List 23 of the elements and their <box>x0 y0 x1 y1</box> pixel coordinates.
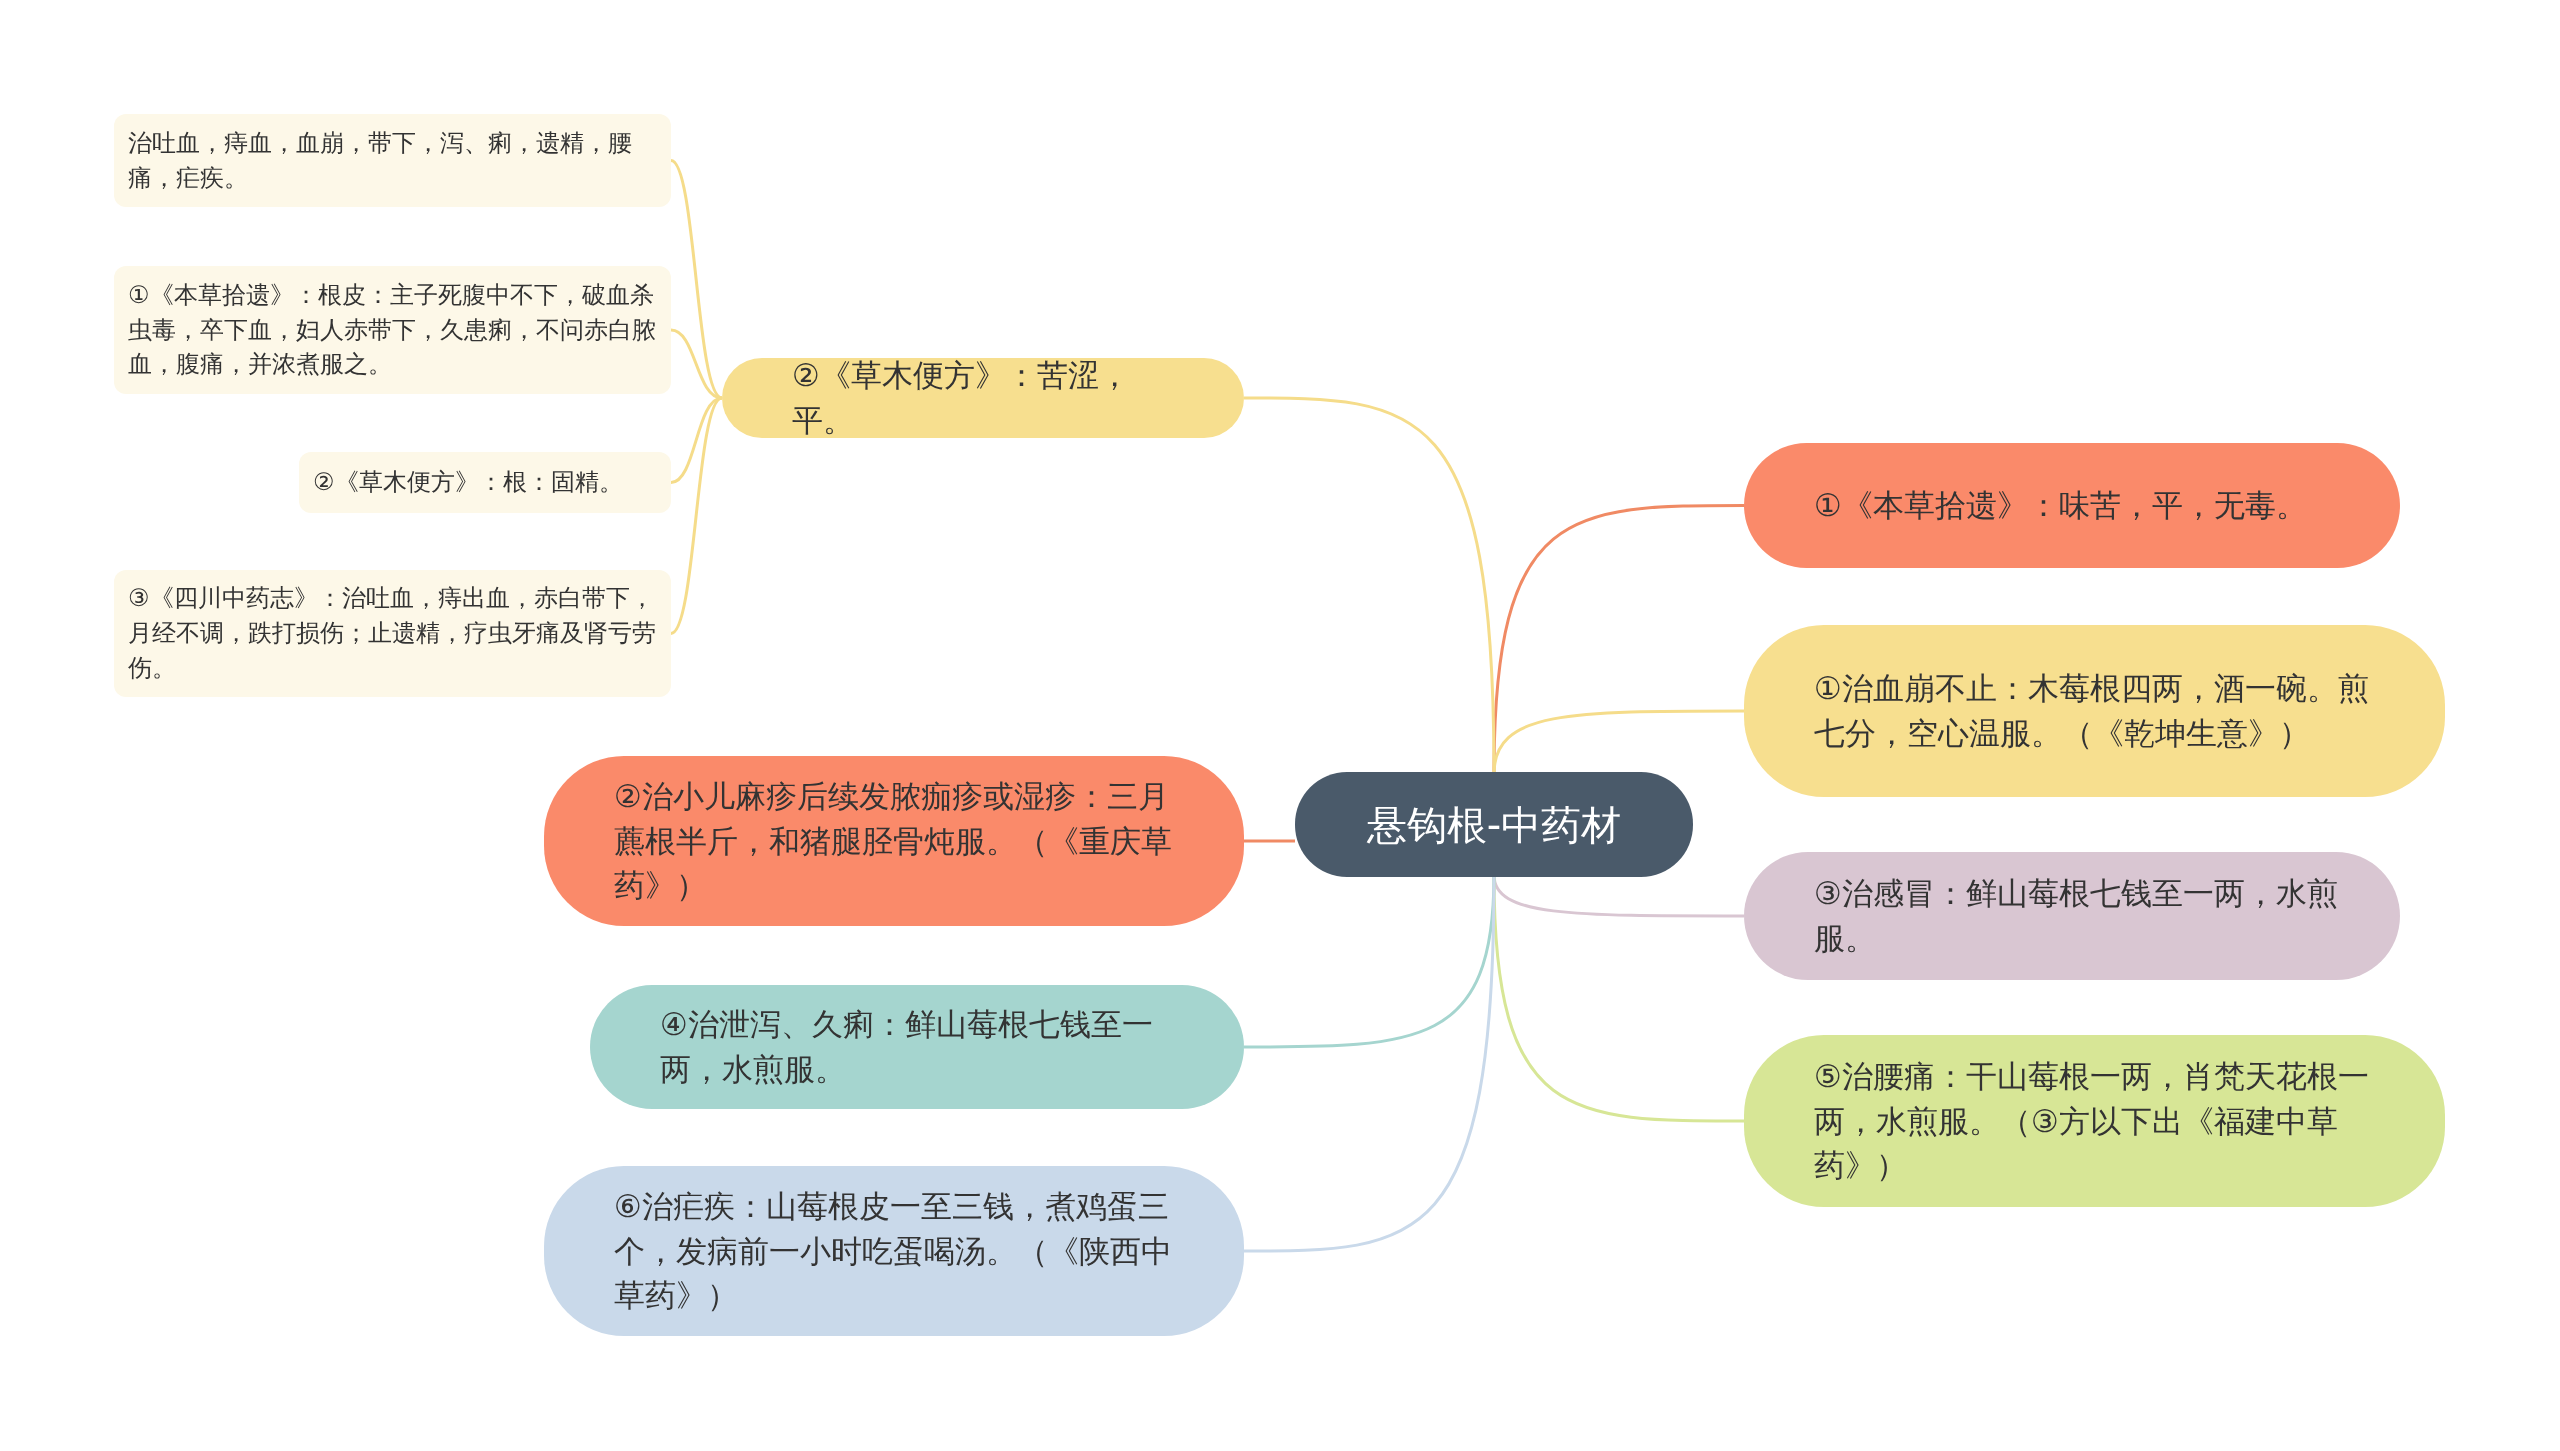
node-text: ②《草木便方》：苦涩，平。 <box>792 356 1131 440</box>
branch-line <box>670 396 723 635</box>
node-text: 治吐血，痔血，血崩，带下，泻、痢，遗精，腰痛，疟疾。 <box>128 127 633 194</box>
node-text: ②《草木便方》：根：固精。 <box>313 467 623 499</box>
node-text: ⑥治疟疾：山莓根皮一至三钱，煮鸡蛋三个，发病前一小时吃蛋喝汤。（《陕西中草药》） <box>614 1186 1173 1316</box>
branch-line <box>1492 874 1744 1123</box>
note-card <box>114 570 671 697</box>
node-text: ④治泄泻、久痢：鲜山莓根七钱至一两，水煎服。 <box>660 1005 1154 1089</box>
node-text: ③《四川中药志》：治吐血，痔出血，赤白带下，月经不调，跌打损伤；止遗精，疗虫牙痛及肾亏劳伤。 <box>128 583 657 684</box>
note-card <box>114 266 671 394</box>
node-text: ①治血崩不止：木莓根四两，酒一碗。煎七分，空心温服。（《乾坤生意》） <box>1814 669 2370 753</box>
note-card <box>114 114 671 207</box>
node-text: ①《本草拾遗》：根皮：主子死腹中不下，破血杀虫毒，卒下血，妇人赤带下，久患痢，不问赤白脓血，腹痛，并浓煮服之。 <box>128 279 657 381</box>
node-text: ③治感冒：鲜山莓根七钱至一两，水煎服。 <box>1814 874 2339 958</box>
branch-line <box>1244 396 1496 775</box>
branch-line <box>1244 839 1295 843</box>
branch-line <box>1492 709 1744 775</box>
node-text: ⑤治腰痛：干山莓根一两，肖梵天花根一两，水煎服。（③方以下出《福建中草药》） <box>1814 1056 2370 1186</box>
node-text: ①《本草拾遗》：味苦，平，无毒。 <box>1814 486 2307 526</box>
branch-line <box>1244 874 1496 1253</box>
node-text: ②治小儿麻疹后续发脓痂疹或湿疹：三月藨根半斤，和猪腿胫骨炖服。（《重庆草药》） <box>614 776 1173 906</box>
node-text: 悬钩根-中药材 <box>1366 800 1622 850</box>
note-card <box>299 452 671 513</box>
